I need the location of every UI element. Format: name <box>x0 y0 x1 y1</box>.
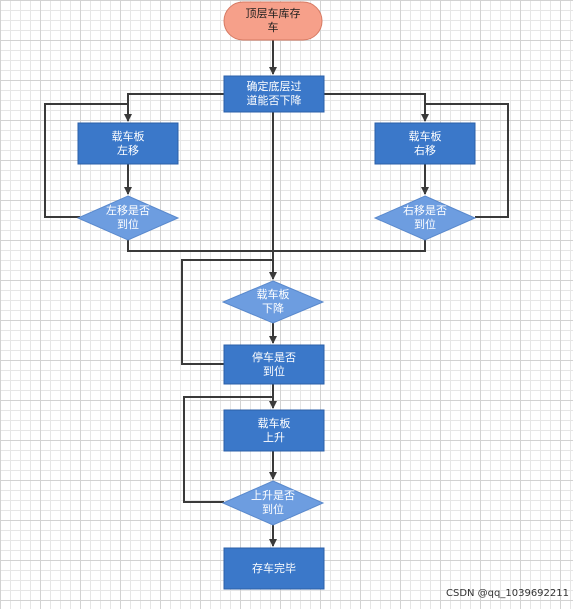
watermark: CSDN @qq_1039692211 <box>445 588 569 599</box>
end-node-label: 存车完毕 <box>224 548 324 589</box>
ascend-check-node-shape <box>221 480 325 526</box>
left-check-node-label-line1: 左移是否 <box>106 204 150 217</box>
stop-check-node-label-line1: 停车是否 <box>252 350 296 364</box>
edge-ascend-check-loop <box>183 396 273 503</box>
left-move-node-shape <box>77 122 179 165</box>
edge-check-to-right-move <box>324 93 429 122</box>
check-descend-node-label-line2: 道能否下降 <box>246 94 302 107</box>
right-check-node-label-line1: 右移是否 <box>403 204 447 217</box>
right-move-node-label: 载车板 右移 <box>375 123 475 164</box>
right-move-node-shape <box>374 122 476 165</box>
right-check-node-label-line2: 到位 <box>414 218 436 231</box>
left-move-node-label-line2: 左移 <box>117 143 139 157</box>
left-check-node-shape <box>76 195 180 241</box>
left-move-node-label-line1: 载车板 <box>111 129 145 143</box>
ascend-node-shape <box>223 409 325 452</box>
right-move-node-label-line1: 载车板 <box>408 129 442 143</box>
stop-check-node-label-line2: 到位 <box>263 364 285 378</box>
start-node-label: 顶层车库存 车 <box>224 2 322 40</box>
left-check-node-label: 左移是否 到位 <box>78 196 178 240</box>
right-check-node-label: 右移是否 到位 <box>375 196 475 240</box>
check-descend-node-label-line1: 确定底层过 <box>246 80 302 93</box>
ascend-check-node-label-line1: 上升是否 <box>251 489 295 502</box>
end-node-shape <box>223 547 325 590</box>
left-move-node-label: 载车板 左移 <box>78 123 178 164</box>
ascend-node-label-line1: 载车板 <box>257 416 291 430</box>
ascend-check-node-label-line2: 到位 <box>262 503 284 516</box>
edge-right-check-to-merge <box>273 240 426 252</box>
edge-stop-check-loop <box>181 259 273 365</box>
check-descend-node-label: 确定底层过 道能否下降 <box>224 76 324 112</box>
descend-node-shape <box>221 280 325 324</box>
start-node-label-line2: 车 <box>267 21 279 34</box>
stop-check-node-label: 停车是否 到位 <box>224 345 324 384</box>
start-node-shape <box>223 1 323 41</box>
right-move-node-label-line2: 右移 <box>414 143 436 157</box>
right-check-node-shape <box>373 195 477 241</box>
descend-node-label-line1: 载车板 <box>256 288 290 301</box>
end-node-label-line1: 存车完毕 <box>252 561 296 575</box>
edge-check-to-left-move <box>124 93 224 122</box>
stop-check-node-shape <box>223 344 325 385</box>
ascend-check-node-label: 上升是否 到位 <box>223 481 323 525</box>
ascend-node-label-line2: 上升 <box>263 430 285 444</box>
left-check-node-label-line2: 到位 <box>117 218 139 231</box>
ascend-node-label: 载车板 上升 <box>224 410 324 451</box>
descend-node-label: 载车板 下降 <box>223 281 323 323</box>
descend-node-label-line2: 下降 <box>262 302 284 315</box>
start-node-label-line1: 顶层车库存 <box>245 7 301 20</box>
check-descend-node-shape <box>223 75 325 113</box>
edge-left-check-loop <box>44 103 128 218</box>
edge-left-check-to-merge <box>127 240 273 252</box>
edge-right-check-loop <box>425 103 509 218</box>
